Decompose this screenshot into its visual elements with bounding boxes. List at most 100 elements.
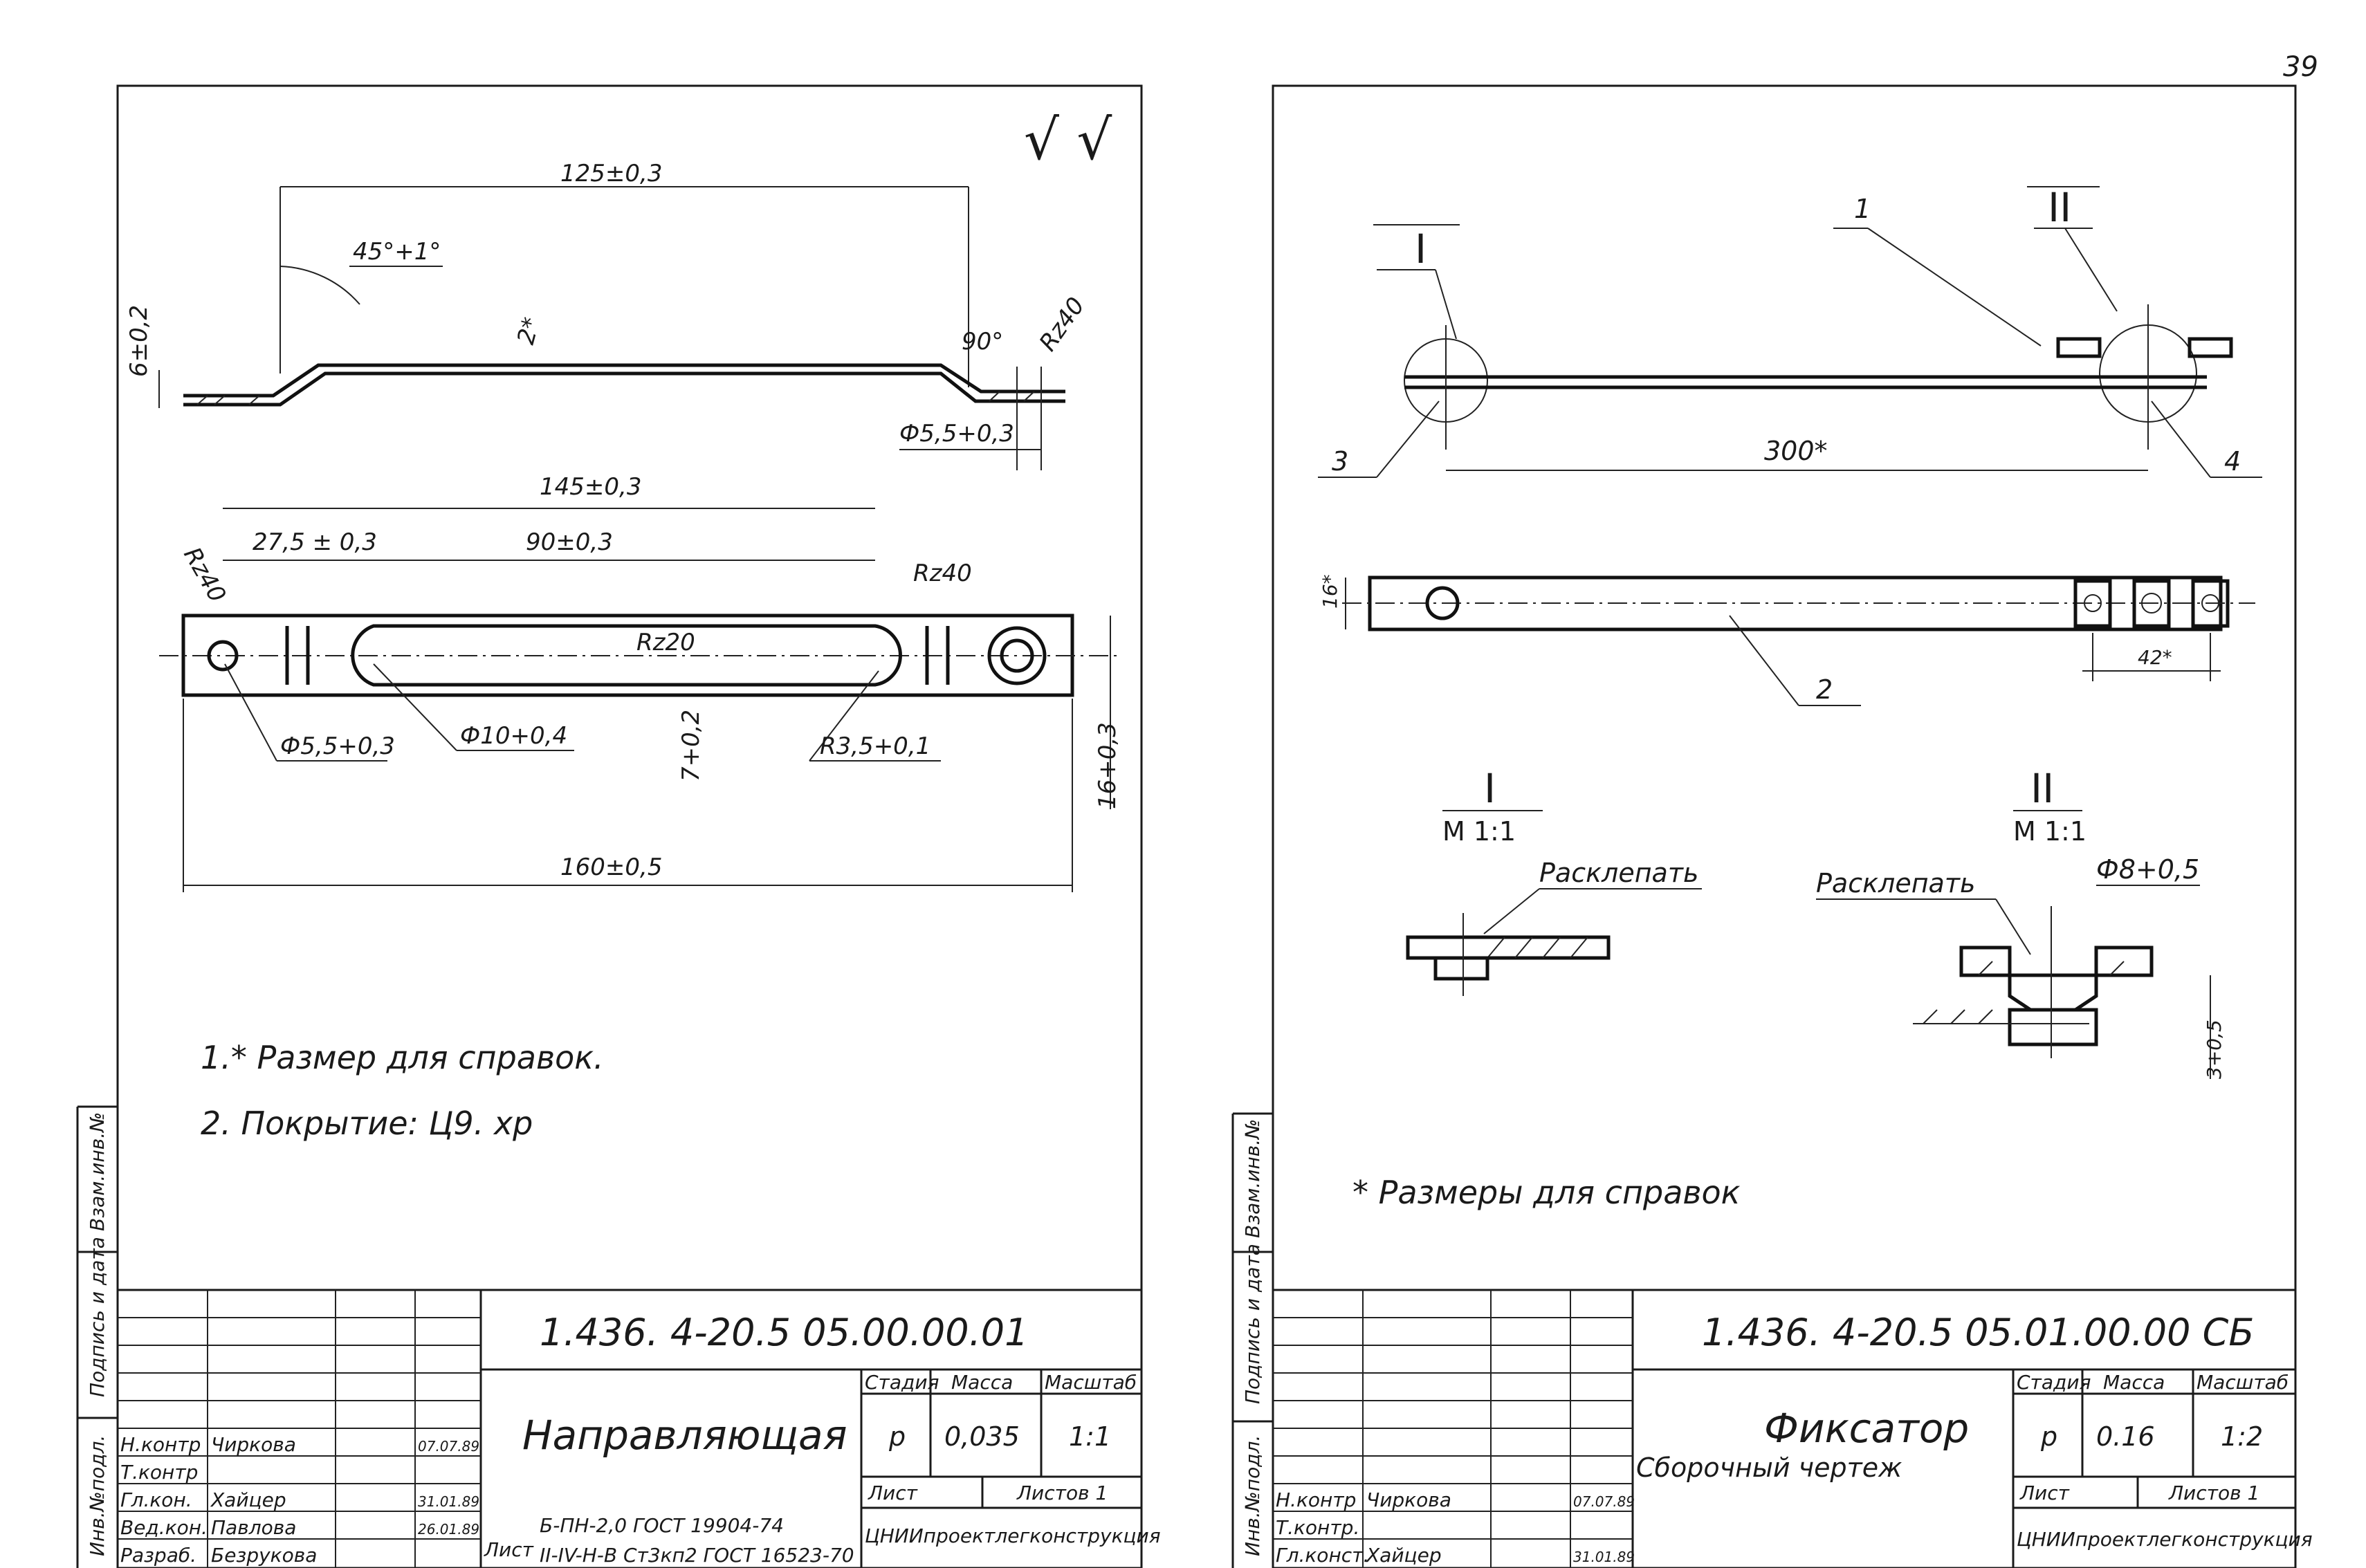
left-sheet-label: Лист (868, 1482, 918, 1504)
left-col-stage: Стадия (865, 1371, 939, 1394)
left-name-0: Чиркова (211, 1433, 296, 1456)
right-col-mass: Масса (2103, 1371, 2165, 1394)
right-title-block: 1.436. 4-20.5 05.01.00.00 СБ Фиксатор Сб… (1272, 1289, 2313, 1568)
left-mass: 0,035 (944, 1421, 1020, 1452)
right-date-2: 31.01.89 (1573, 1549, 1635, 1565)
left-title-block: 1.436. 4-20.5 05.00.00.01 Направляющая С… (116, 1289, 1161, 1568)
right-scale: 1:2 (2221, 1421, 2263, 1452)
dim-hole-5-5: Ф5,5+0,3 (280, 732, 395, 760)
right-sheet-label: Лист (2019, 1482, 2070, 1504)
profile-view: 125±0,3 45°+1° 6±0,2 2* 90° Rz40 Ф5,5+0,… (125, 160, 1090, 470)
detail1-title: I (1484, 765, 1496, 812)
dim-16: 16* (1319, 574, 1341, 609)
detail1-scale: М 1:1 (1442, 816, 1516, 847)
dim-300: 300* (1764, 436, 1828, 466)
left-doc-code: 1.436. 4-20.5 05.00.00.01 (540, 1311, 1029, 1354)
left-name-4: Безрукова (211, 1544, 317, 1567)
dim-hole-top: Ф5,5+0,3 (899, 420, 1014, 448)
right-sheets-label: Листов 1 (2168, 1482, 2259, 1504)
dim-slot-width: 7+0,2 (677, 710, 705, 782)
right-role-2: Гл.конст. (1276, 1544, 1369, 1567)
left-role-0: Н.контр (120, 1433, 201, 1456)
right-note: * Размеры для справок (1352, 1174, 1741, 1211)
right-stamp-repl: Взам.инв.№ (1241, 1119, 1264, 1238)
dim-rz-top: Rz40 (1034, 293, 1090, 356)
dim-rz-left: Rz40 (178, 543, 231, 607)
right-mass: 0.16 (2096, 1421, 2155, 1452)
left-material-2: II-IV-Н-В Ст3кп2 ГОСТ 16523-70 (540, 1544, 854, 1567)
dim-thickness: 2* (512, 315, 546, 348)
left-role-4: Разраб. (120, 1544, 196, 1567)
left-note-1: 1.* Размер для справок. (201, 1039, 604, 1076)
detail2-note: Расклепать (1816, 868, 1975, 898)
left-col-mass: Масса (951, 1371, 1013, 1394)
dim-90: 90±0,3 (526, 528, 613, 556)
dim-27-5: 27,5 ± 0,3 (253, 528, 377, 556)
left-scale: 1:1 (1069, 1421, 1111, 1452)
left-role-2: Гл.кон. (120, 1488, 192, 1511)
right-col-stage: Стадия (2017, 1371, 2091, 1394)
detail2-scale: М 1:1 (2013, 816, 2087, 847)
left-sheet-word: Лист (484, 1538, 534, 1561)
left-stamp-repl: Взам.инв.№ (86, 1112, 109, 1231)
right-role-1: Т.контр. (1276, 1516, 1359, 1539)
label-detail-1: I (1415, 225, 1427, 273)
dim-height: 6±0,2 (125, 305, 153, 377)
right-part-subtitle: Сборочный чертеж (1636, 1452, 1902, 1483)
detail-II: II М 1:1 Расклепать Ф8+0,5 3+0,5 (1816, 765, 2226, 1079)
left-org: ЦНИИпроектлегконструкция (865, 1524, 1161, 1547)
dim-top-length: 125±0,3 (560, 160, 662, 187)
right-stamp-inv: Инв.№подл. (1241, 1435, 1264, 1556)
right-stage: р (2040, 1421, 2057, 1452)
left-name-3: Павлова (211, 1516, 296, 1539)
left-stamp-inv: Инв.№подл. (86, 1435, 109, 1556)
callout-3: 3 (1332, 446, 1348, 477)
right-col-scale: Масштаб (2197, 1371, 2289, 1394)
left-col-scale: Масштаб (1045, 1371, 1137, 1394)
left-note-2: 2. Покрытие: Ц9. хр (201, 1105, 533, 1142)
right-org: ЦНИИпроектлегконструкция (2017, 1528, 2313, 1551)
left-material: Б-ПН-2,0 ГОСТ 19904-74 (540, 1514, 784, 1537)
callout-1: 1 (1854, 194, 1871, 224)
dim-145: 145±0,3 (540, 473, 641, 501)
left-sheets-label: Листов 1 (1016, 1482, 1108, 1504)
right-doc-code: 1.436. 4-20.5 05.01.00.00 СБ (1702, 1311, 2254, 1354)
left-date-3: 26.01.89 (418, 1521, 479, 1538)
right-role-0: Н.контр (1276, 1488, 1356, 1511)
right-date-0: 07.07.89 (1573, 1493, 1635, 1510)
detail2-title: II (2030, 765, 2054, 812)
dim-angle: 45°+1° (353, 238, 441, 266)
assembly-plan-view: 16* 42* 2 (1319, 574, 2255, 706)
callout-2: 2 (1816, 674, 1833, 705)
dim-hole-8: Ф8+0,5 (2096, 854, 2199, 885)
dim-total-length: 160±0,5 (560, 854, 662, 881)
right-name-0: Чиркова (1366, 1488, 1451, 1511)
left-stage: р (888, 1421, 906, 1452)
left-part-title: Направляющая (522, 1412, 847, 1459)
callout-4: 4 (2224, 446, 2241, 477)
roughness-marks: √ √ (1024, 108, 1112, 172)
right-sheet: Инв.№подл. Подпись и дата Взам.инв.№ I I… (1231, 84, 2313, 1568)
plan-view: 145±0,3 27,5 ± 0,3 90±0,3 Rz40 Rz40 Rz20… (159, 473, 1121, 892)
left-date-0: 07.07.89 (418, 1438, 479, 1455)
right-name-2: Хайцер (1365, 1544, 1442, 1567)
left-role-1: Т.контр (120, 1461, 198, 1484)
left-sheet: Инв.№подл. Подпись и дата Взам.инв.№ √ √… (76, 84, 1161, 1568)
left-frame (116, 84, 1143, 1568)
dim-3: 3+0,5 (2203, 1020, 2226, 1079)
dim-radius-slot: R3,5+0,1 (820, 732, 930, 760)
detail-I: I М 1:1 Расклепать (1406, 765, 1702, 996)
right-part-title: Фиксатор (1764, 1405, 1969, 1452)
dim-hole-10: Ф10+0,4 (460, 722, 567, 750)
label-detail-2: II (2048, 184, 2071, 231)
left-name-2: Хайцер (210, 1488, 286, 1511)
dim-width-right: 16+0,3 (1094, 722, 1121, 809)
left-role-3: Вед.кон. (120, 1516, 208, 1539)
dim-rz-slot: Rz20 (636, 629, 695, 656)
dim-rz-right: Rz40 (913, 560, 972, 587)
dim-bend-angle: 90° (962, 328, 1003, 356)
right-frame (1272, 84, 2297, 1568)
dim-42: 42* (2138, 646, 2172, 669)
right-stamp-sign: Подпись и дата (1241, 1244, 1264, 1404)
